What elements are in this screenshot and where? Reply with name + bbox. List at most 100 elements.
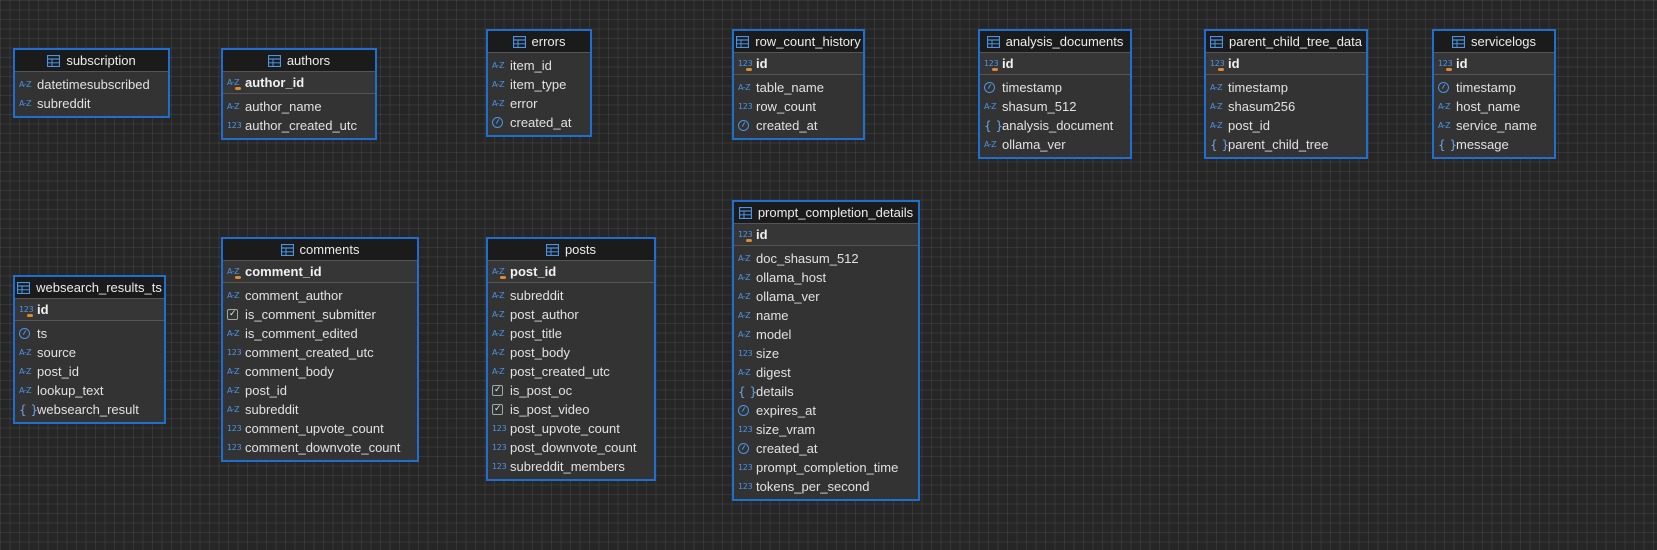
table-header[interactable]: websearch_results_ts: [15, 277, 164, 299]
column-name: ollama_ver: [756, 289, 820, 304]
column-row[interactable]: timestamp: [980, 78, 1130, 97]
column-name: name: [756, 308, 789, 323]
table-icon: [512, 35, 526, 48]
column-row[interactable]: ts: [15, 324, 164, 343]
column-row[interactable]: { }parent_child_tree: [1206, 135, 1366, 154]
table-header[interactable]: authors: [223, 50, 375, 72]
table-icon: [738, 206, 752, 219]
column-row[interactable]: created_at: [488, 113, 590, 132]
table-header[interactable]: parent_child_tree_data: [1206, 31, 1366, 53]
number-type-icon: 123: [738, 463, 753, 472]
table-header[interactable]: row_count_history: [734, 31, 863, 53]
text-type-icon: A-Z: [227, 386, 240, 395]
table-header[interactable]: posts: [488, 239, 654, 261]
column-row[interactable]: { }details: [734, 382, 918, 401]
column-row[interactable]: ✓is_comment_submitter: [223, 305, 417, 324]
column-row[interactable]: { }message: [1434, 135, 1554, 154]
table-title: authors: [286, 53, 331, 68]
table-header[interactable]: servicelogs: [1434, 31, 1554, 53]
column-row[interactable]: { }analysis_document: [980, 116, 1130, 135]
table-header[interactable]: prompt_completion_details: [734, 202, 918, 224]
table-header[interactable]: analysis_documents: [980, 31, 1130, 53]
column-row[interactable]: created_at: [734, 439, 918, 458]
column-row[interactable]: ✓is_post_oc: [488, 381, 654, 400]
table-header[interactable]: comments: [223, 239, 417, 261]
table-header[interactable]: subscription: [15, 50, 168, 72]
column-row[interactable]: expires_at: [734, 401, 918, 420]
column-row[interactable]: { }websearch_result: [15, 400, 164, 419]
table-header[interactable]: errors: [488, 31, 590, 53]
clock-icon: [984, 82, 1000, 93]
column-row[interactable]: created_at: [734, 116, 863, 135]
column-name: ollama_host: [756, 270, 827, 285]
column-row[interactable]: ✓is_post_video: [488, 400, 654, 419]
column-row[interactable]: timestamp: [1434, 78, 1554, 97]
